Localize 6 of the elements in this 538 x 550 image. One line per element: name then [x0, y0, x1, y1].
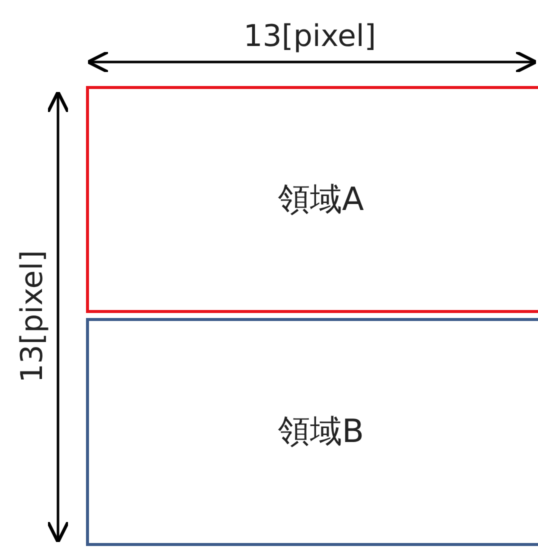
region-label: 領域B: [278, 411, 364, 452]
dimension-label: 13[pixel]: [244, 18, 376, 54]
region-label: 領域A: [278, 178, 364, 220]
region-box: [86, 318, 538, 546]
dimension-label: 13[pixel]: [14, 250, 50, 382]
region-box: [86, 86, 538, 313]
